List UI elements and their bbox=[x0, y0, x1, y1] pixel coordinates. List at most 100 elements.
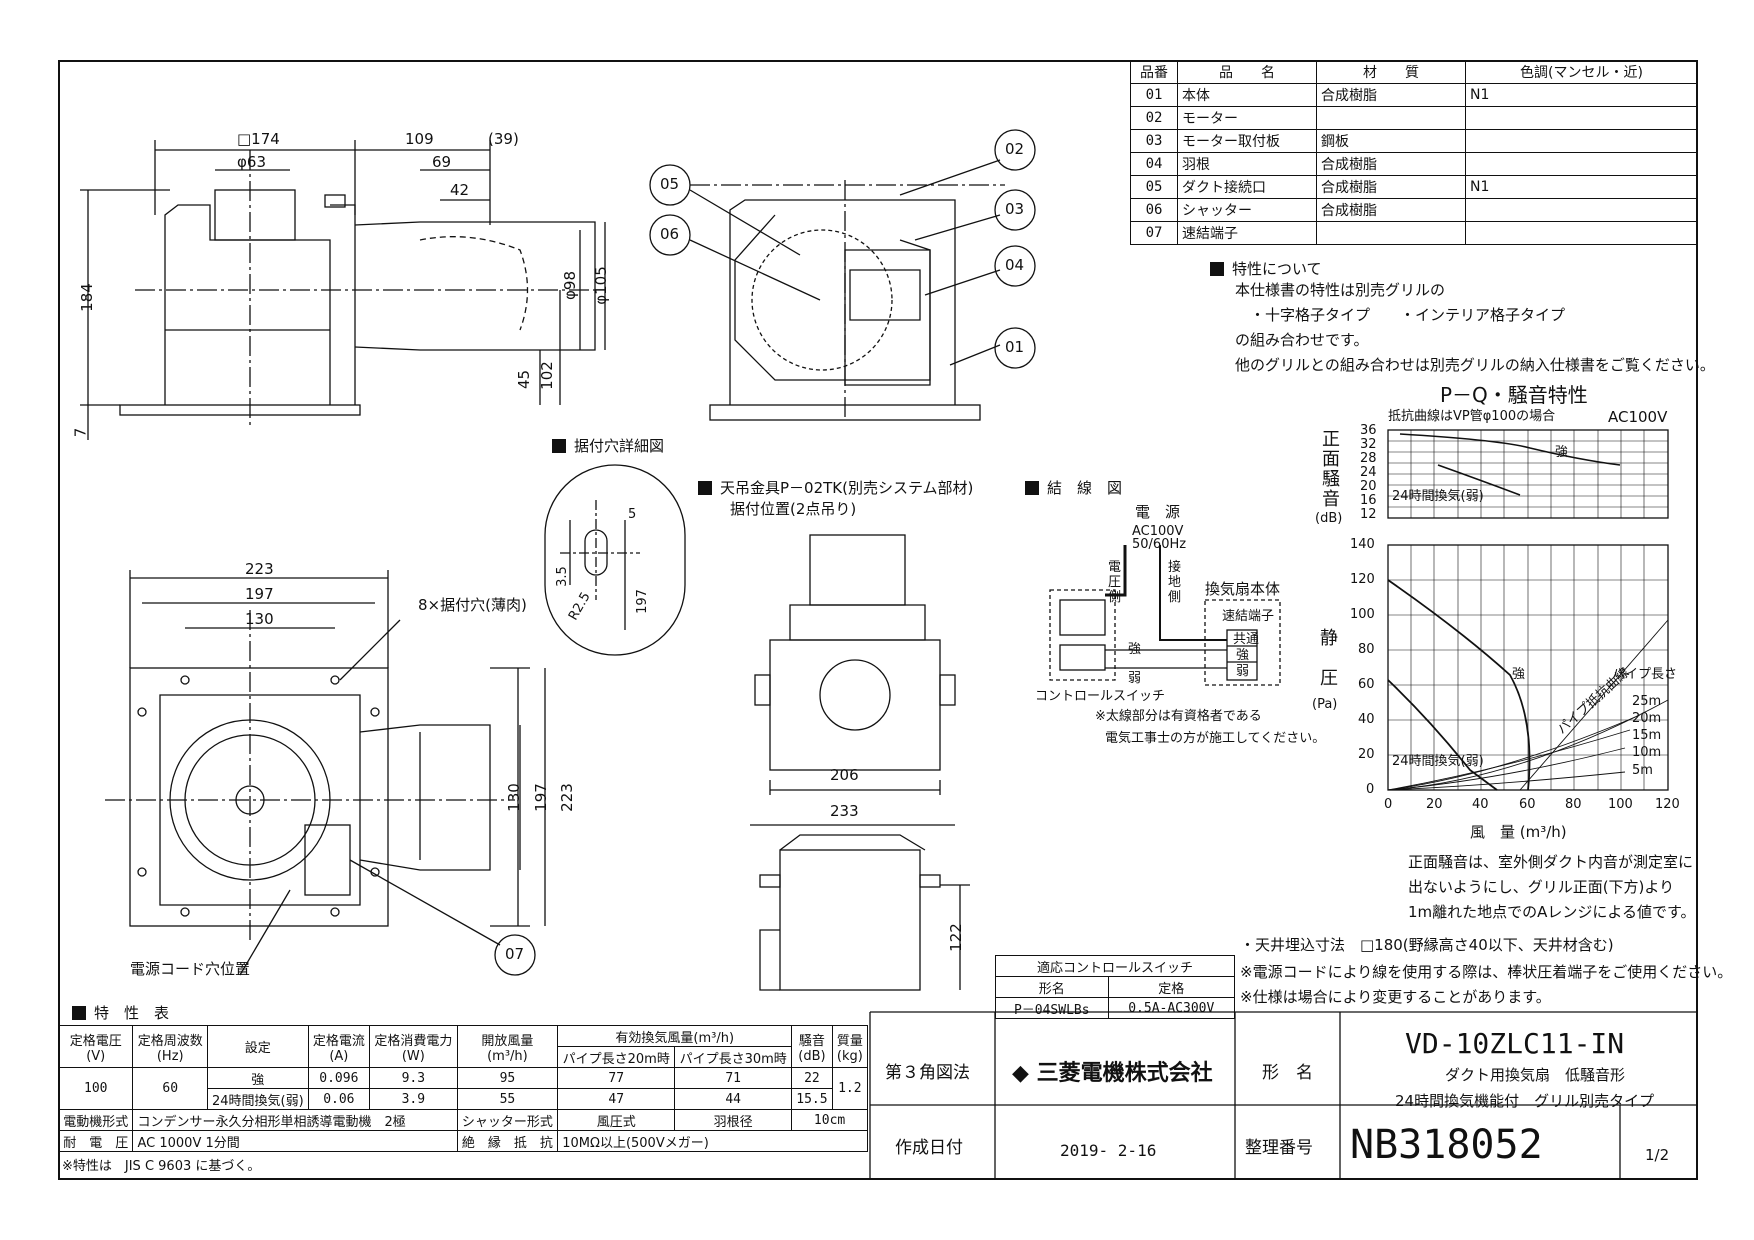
spec-airflow: 55 bbox=[456, 1088, 559, 1110]
dim-label: 109 bbox=[405, 130, 434, 148]
wiring-ac: AC100V bbox=[1132, 524, 1184, 539]
pq-xtick: 80 bbox=[1565, 797, 1582, 812]
characteristics-line: 他のグリルとの組み合わせは別売グリルの納入仕様書をご覧ください。 bbox=[1235, 356, 1715, 374]
spec-motor-label: 電動機形式 bbox=[57, 1109, 134, 1131]
switch-header-model: 形名 bbox=[995, 976, 1109, 998]
model-desc: 24時間換気機能付 グリル別売タイプ bbox=[1395, 1092, 1655, 1110]
wiring-unit-body: 換気扇本体 bbox=[1205, 580, 1281, 598]
document-number: NB318052 bbox=[1350, 1122, 1543, 1168]
spec-blade: 10cm bbox=[791, 1109, 868, 1131]
noise-tick: 20 bbox=[1360, 479, 1377, 494]
hole-dim: 5 bbox=[628, 507, 637, 522]
remark-line: ※仕様は場合により変更することがあります。 bbox=[1240, 988, 1551, 1006]
spec-h-eff: 有効換気風量(m³/h) bbox=[557, 1025, 793, 1047]
part-color bbox=[1465, 129, 1698, 153]
plan-view-drawing bbox=[105, 570, 546, 976]
dim-label: 223 bbox=[245, 560, 274, 578]
switch-table-title: 適応コントロールスイッチ bbox=[995, 955, 1235, 977]
dim-label: 102 bbox=[537, 361, 556, 390]
noise-note-line: 1m離れた地点でのAレンジによる値です。 bbox=[1408, 903, 1696, 921]
wiring-common: 共通 bbox=[1233, 632, 1260, 647]
spec-noise: 22 bbox=[791, 1067, 833, 1089]
hole-detail-drawing bbox=[544, 464, 686, 656]
callout-02: 02 bbox=[1005, 140, 1025, 158]
spec-h-mass: 質量(kg) bbox=[831, 1025, 869, 1068]
spec-table-title: 特 性 表 bbox=[72, 1002, 169, 1023]
hole-dim: 197 bbox=[634, 589, 650, 614]
part-material bbox=[1316, 106, 1466, 130]
dim-label: 7 bbox=[71, 427, 90, 438]
wiring-hz: 50/60Hz bbox=[1132, 537, 1187, 552]
model-desc: ダクト用換気扇 低騒音形 bbox=[1445, 1066, 1626, 1084]
hanger-side-drawing bbox=[750, 824, 970, 991]
hanger-front-drawing bbox=[754, 534, 956, 795]
spec-h-pipe20: パイプ長さ20m時 bbox=[557, 1046, 676, 1068]
hanger-title: 天吊金具P－02TK(別売システム部材) bbox=[698, 477, 973, 498]
pq-axis-xlabel: 風 量 (m³/h) bbox=[1470, 823, 1567, 841]
dim-label: 197 bbox=[245, 585, 274, 603]
spec-shutter: 風圧式 bbox=[557, 1109, 676, 1131]
dim-label: 130 bbox=[245, 610, 274, 628]
spec-setting: 強 bbox=[206, 1067, 309, 1089]
callout-03: 03 bbox=[1005, 200, 1025, 218]
part-name: 本体 bbox=[1177, 83, 1317, 107]
spec-insulation-label: 絶 縁 抵 抗 bbox=[456, 1130, 559, 1152]
dim-label: 42 bbox=[450, 181, 470, 199]
pipe-length-value: 15m bbox=[1632, 728, 1662, 743]
spec-motor: コンデンサー永久分相形単相誘導電動機 2極 bbox=[132, 1109, 458, 1131]
mount-holes-label: 8×据付穴(薄肉) bbox=[418, 596, 527, 614]
noise-tick: 16 bbox=[1360, 493, 1377, 508]
mitsubishi-diamond-icon: ◆ bbox=[1012, 1061, 1029, 1086]
pipe-length-label: パイプ長さ bbox=[1612, 667, 1678, 682]
pq-tick: 100 bbox=[1350, 607, 1375, 622]
noise-tick: 28 bbox=[1360, 451, 1377, 466]
part-material: 合成樹脂 bbox=[1316, 83, 1466, 107]
callout-04: 04 bbox=[1005, 256, 1025, 274]
cord-hole-label: 電源コード穴位置 bbox=[130, 960, 251, 978]
noise-axis-label: 正面騒音 bbox=[1322, 429, 1340, 510]
dim-label: 197 bbox=[531, 783, 550, 812]
spec-power: 9.3 bbox=[369, 1067, 458, 1089]
dim-label: 69 bbox=[432, 153, 452, 171]
part-material: 合成樹脂 bbox=[1316, 175, 1466, 199]
pipe-length-value: 5m bbox=[1632, 763, 1653, 778]
noise-tick: 36 bbox=[1360, 423, 1377, 438]
table-row: 耐 電 圧 AC 1000V 1分間 絶 縁 抵 抗 10MΩ以上(500Vメガ… bbox=[57, 1130, 868, 1152]
projection-method: 第３角図法 bbox=[885, 1063, 970, 1083]
part-color: N1 bbox=[1465, 83, 1698, 107]
pq-xtick: 0 bbox=[1384, 797, 1393, 812]
wiring-line-weak: 弱 bbox=[1128, 671, 1142, 686]
part-name: モーター bbox=[1177, 106, 1317, 130]
part-no: 04 bbox=[1130, 152, 1178, 176]
pq-tick: 120 bbox=[1350, 572, 1375, 587]
dim-label: □174 bbox=[237, 130, 280, 148]
parts-header-no: 品番 bbox=[1130, 60, 1178, 84]
part-no: 01 bbox=[1130, 83, 1178, 107]
wiring-strong: 強 bbox=[1236, 648, 1250, 663]
wiring-note: 電気工事士の方が施工してください。 bbox=[1105, 731, 1326, 746]
callout-07: 07 bbox=[505, 945, 525, 963]
spec-h-airflow: 開放風量(m³/h) bbox=[456, 1025, 559, 1068]
drawing-frame bbox=[58, 60, 1698, 1180]
pq-xtick: 120 bbox=[1655, 797, 1680, 812]
table-row: 電動機形式 コンデンサー永久分相形単相誘導電動機 2極 シャッター形式 風圧式 … bbox=[57, 1109, 868, 1131]
spec-table: 定格電圧(V) 定格周波数(Hz) 設定 定格電流(A) 定格消費電力(W) 開… bbox=[57, 1025, 869, 1152]
callout-06: 06 bbox=[660, 225, 680, 243]
part-color bbox=[1465, 221, 1698, 245]
section-bullet-icon bbox=[698, 481, 712, 495]
pq-xtick: 60 bbox=[1519, 797, 1536, 812]
spec-footnote: ※特性は JIS C 9603 に基づく。 bbox=[62, 1159, 261, 1174]
spec-airflow: 95 bbox=[456, 1067, 559, 1089]
dim-label: (39) bbox=[488, 130, 519, 148]
switch-model: P－04SWLBs bbox=[995, 997, 1109, 1019]
part-no: 03 bbox=[1130, 129, 1178, 153]
pq-tick: 140 bbox=[1350, 537, 1375, 552]
characteristics-line: の組み合わせです。 bbox=[1235, 331, 1369, 349]
table-row: 100 60 強 0.096 9.3 95 77 71 22 1.2 bbox=[57, 1067, 869, 1110]
wiring-control-switch: コントロールスイッチ bbox=[1035, 689, 1166, 704]
